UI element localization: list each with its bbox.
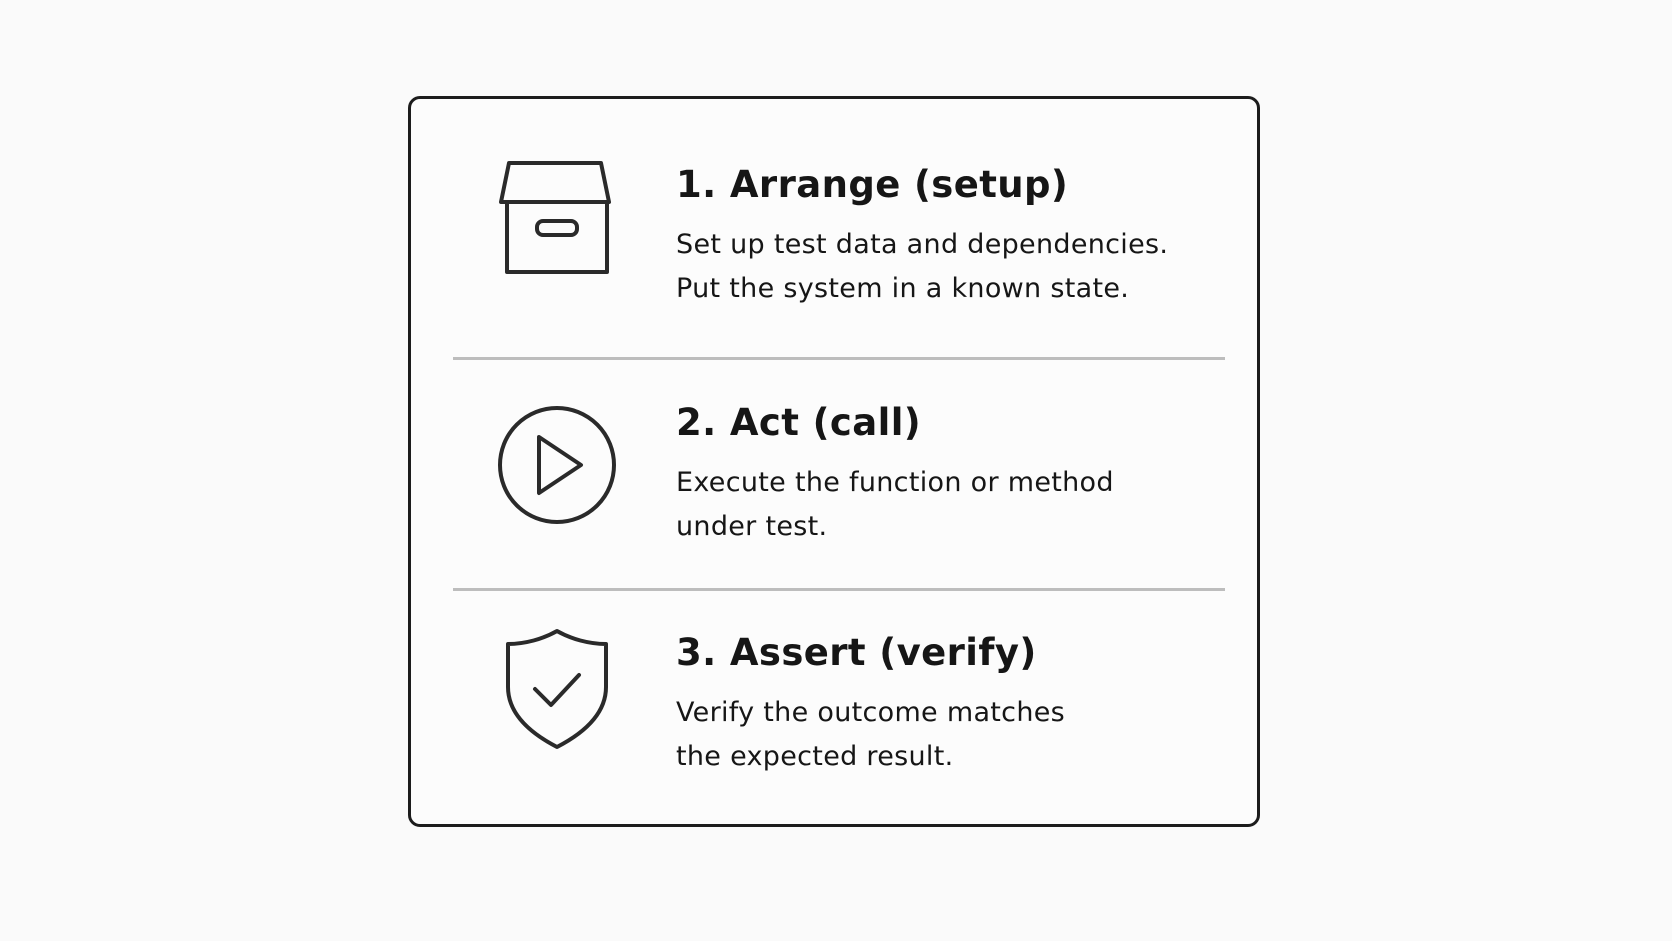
step-title: 3. Assert (verify) bbox=[676, 631, 1037, 674]
shield-check-icon bbox=[495, 627, 619, 751]
step-description-line: Execute the function or method bbox=[676, 467, 1114, 498]
step-description: Set up test data and dependencies. Put t… bbox=[676, 223, 1168, 311]
aaa-steps-card: 1. Arrange (setup) Set up test data and … bbox=[408, 96, 1260, 827]
step-description-line: Verify the outcome matches bbox=[676, 697, 1066, 728]
step-title: 2. Act (call) bbox=[676, 401, 922, 444]
step-description-line: the expected result. bbox=[676, 741, 954, 772]
divider bbox=[453, 588, 1225, 591]
archive-box-icon bbox=[495, 158, 619, 282]
step-title: 1. Arrange (setup) bbox=[676, 163, 1069, 206]
step-description-line: Set up test data and dependencies. bbox=[676, 229, 1169, 260]
divider bbox=[453, 357, 1225, 360]
step-description-line: Put the system in a known state. bbox=[676, 273, 1130, 304]
step-description: Execute the function or method under tes… bbox=[676, 461, 1114, 549]
step-description: Verify the outcome matches the expected … bbox=[676, 691, 1065, 779]
play-circle-icon bbox=[495, 403, 619, 527]
step-description-line: under test. bbox=[676, 511, 828, 542]
